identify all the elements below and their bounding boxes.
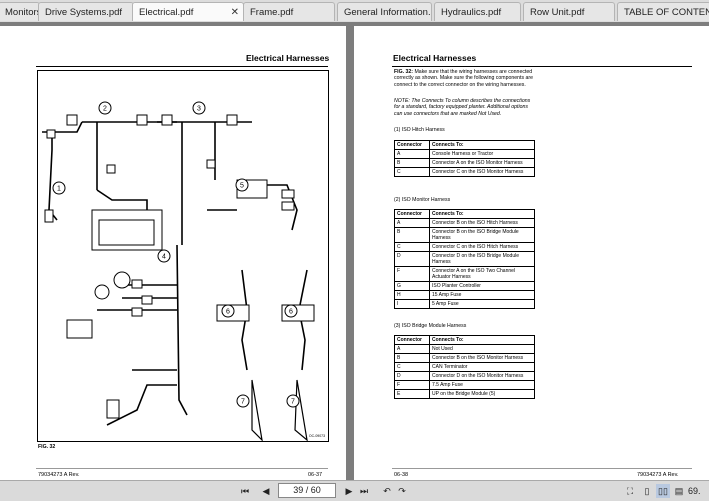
page-title: Electrical Harnesses [393, 53, 477, 63]
footer-right: 06-37 [308, 472, 323, 478]
page-number-input[interactable]: 39 / 60 [278, 483, 336, 498]
tab-electrical[interactable]: Electrical.pdf✕ [132, 2, 244, 21]
tab-frame[interactable]: Frame.pdf [243, 2, 335, 21]
drawing-id: OC-09073 [309, 434, 325, 438]
first-page-icon[interactable]: ⏮ [240, 486, 250, 496]
callout-6b: 6 [289, 309, 293, 316]
footer-left: 79034273 A Rev. [38, 472, 80, 478]
prev-page-icon[interactable]: ◀ [262, 486, 270, 496]
tab-table-of-contents[interactable]: TABLE OF CONTENT... [617, 2, 709, 21]
figure-label: FIG. 32 [38, 444, 56, 450]
callout-5: 5 [240, 183, 244, 190]
callout-3: 3 [197, 106, 201, 113]
back-icon[interactable]: ↶ [383, 486, 391, 496]
pdf-page-left: Electrical Harnesses [0, 26, 346, 484]
close-icon[interactable]: ✕ [230, 7, 239, 18]
pdf-page-right: Electrical Harnesses FIG. 32: Make sure … [354, 26, 709, 484]
tab-drive-systems[interactable]: Drive Systems.pdf [38, 2, 134, 21]
section-iso-hitch: (1) ISO Hitch Harness [394, 127, 445, 133]
document-viewer[interactable]: Electrical Harnesses [0, 22, 709, 484]
status-bar: ⏮ ◀ 39 / 60 ▶ ⏭ ↶ ↷ ⛶ ▯ ▯▯ ▤ 69. [0, 480, 709, 501]
tab-hydraulics[interactable]: Hydraulics.pdf [434, 2, 521, 21]
page-title: Electrical Harnesses [246, 53, 330, 63]
section-iso-monitor: (2) ISO Monitor Harness [394, 197, 451, 203]
last-page-icon[interactable]: ⏭ [359, 486, 369, 496]
callout-6a: 6 [226, 309, 230, 316]
callout-1: 1 [57, 186, 61, 193]
callout-7a: 7 [241, 399, 245, 406]
two-page-icon[interactable]: ▯▯ [656, 484, 670, 498]
callout-2: 2 [103, 106, 107, 113]
footer-rule [36, 468, 328, 469]
tab-row-unit[interactable]: Row Unit.pdf [523, 2, 615, 21]
footer-left: 06-38 [394, 472, 409, 478]
next-page-icon[interactable]: ▶ [345, 486, 353, 496]
zoom-level[interactable]: 69. [688, 486, 701, 496]
callout-4: 4 [162, 254, 166, 261]
footer-rule [392, 468, 692, 469]
header-rule [36, 66, 328, 67]
fit-page-icon[interactable]: ⛶ [626, 486, 634, 496]
footer-right: 79034273 A Rev. [637, 472, 679, 478]
callout-7b: 7 [291, 399, 295, 406]
tab-monitors[interactable]: Monitors... [0, 2, 40, 21]
single-page-icon[interactable]: ▯ [644, 486, 650, 496]
figure-description: FIG. 32: Make sure that the wiring harne… [394, 69, 533, 88]
note: NOTE: The Connects To column describes t… [394, 98, 531, 117]
wiring-diagram: 2 3 1 5 4 6 6 7 7 OC-09073 [37, 70, 329, 442]
tab-general-information[interactable]: General Information.pdf [337, 2, 432, 21]
section-iso-bridge: (3) ISO Bridge Module Harness [394, 323, 467, 329]
tab-bar: Monitors... Drive Systems.pdf Electrical… [0, 0, 709, 23]
forward-icon[interactable]: ↷ [398, 486, 406, 496]
continuous-icon[interactable]: ▤ [674, 486, 684, 496]
header-rule [392, 66, 692, 67]
